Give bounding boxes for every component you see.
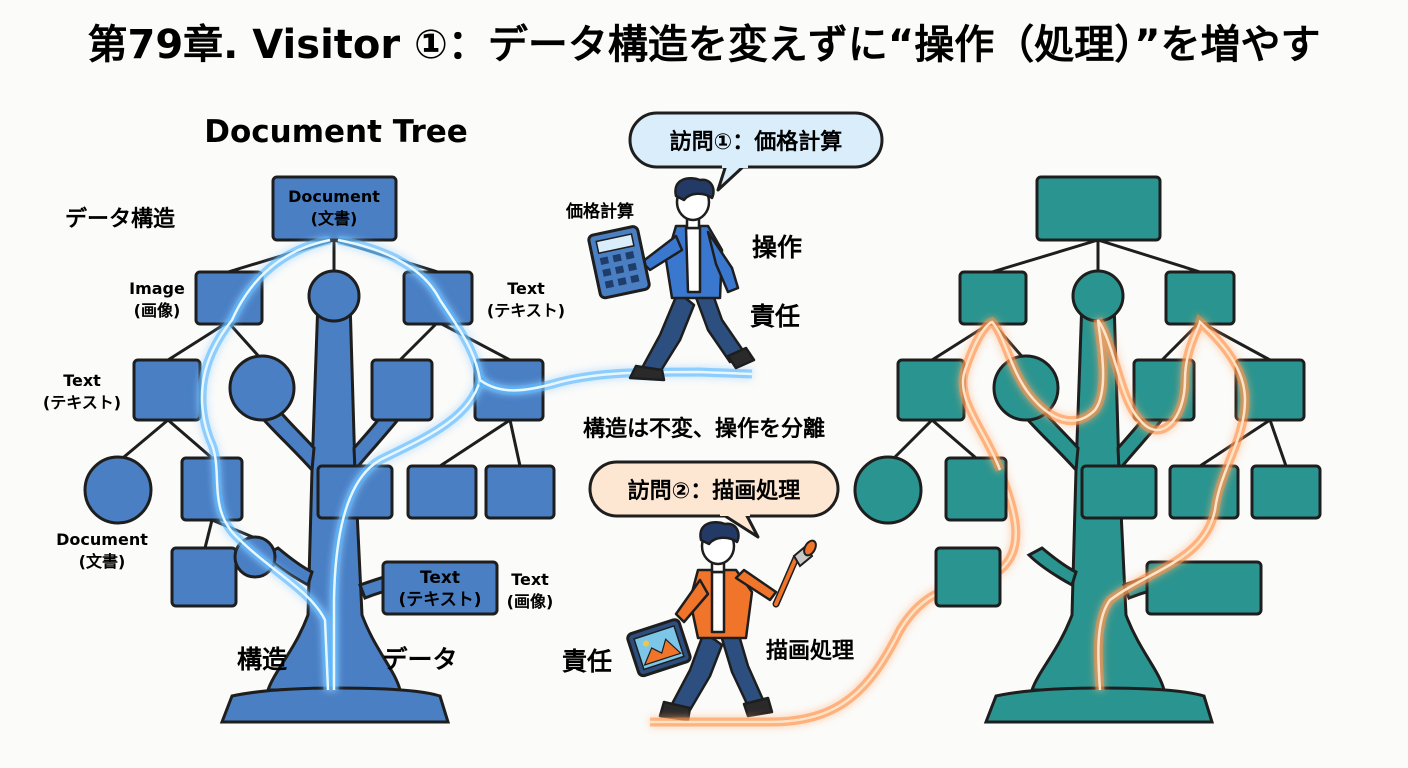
right-l1-circle-node <box>1071 269 1125 323</box>
root-node-sublabel: (文書) <box>311 209 358 228</box>
calculator-icon <box>587 225 651 300</box>
right-root-node <box>1035 175 1162 242</box>
responsibility-label-2: 責任 <box>562 647 612 676</box>
visitor2-person <box>658 521 778 722</box>
right-l1-node <box>958 270 1028 326</box>
document-tree-heading: Document Tree <box>204 114 468 150</box>
left-circle-node <box>307 269 361 323</box>
visitor1-bubble: 訪問①：価格計算 <box>628 111 884 192</box>
operation-label: 操作 <box>752 233 802 262</box>
left-l2-node <box>370 358 434 422</box>
right-l4-node <box>1145 560 1263 616</box>
text-side-label: Text <box>511 570 549 589</box>
paintbrush-icon <box>772 539 817 608</box>
doc-left-sublabel: (文書) <box>79 552 126 571</box>
text-box-label: Text <box>420 568 460 588</box>
middle-caption: 構造は不変、操作を分離 <box>583 416 825 442</box>
text-node-sublabel: (テキスト) <box>487 301 565 320</box>
text-side-sublabel: (画像) <box>507 592 554 611</box>
visitor1-shoe <box>628 364 666 382</box>
text-box-sublabel: (テキスト) <box>398 590 481 610</box>
left-l3-circle-node <box>83 455 153 525</box>
visitor1-person <box>628 177 756 382</box>
data-structure-label: データ構造 <box>65 206 175 232</box>
render-label: 描画処理 <box>766 638 854 664</box>
blue-visitor-path <box>197 235 753 691</box>
visitor2-leg <box>718 630 766 708</box>
structure-label: 構造 <box>237 645 287 674</box>
right-l3-node <box>944 456 1008 522</box>
right-l3-node <box>1080 464 1158 520</box>
right-l4-node <box>934 546 1002 608</box>
image-node-label: Image <box>129 279 185 298</box>
left-l3-node <box>484 464 556 520</box>
left-tree-base <box>219 686 451 724</box>
text-left-label: Text <box>63 371 101 390</box>
tablet-image-icon <box>626 618 692 678</box>
calc-label: 価格計算 <box>565 201 634 222</box>
visitor1-shoe <box>726 346 756 370</box>
right-l3-node <box>1250 464 1322 520</box>
left-l2-circle-node <box>228 354 296 422</box>
text-node-label: Text <box>507 279 545 298</box>
visitor1-shirt <box>684 226 702 294</box>
root-node-label: Document <box>288 187 380 206</box>
left-text-box-node <box>381 560 499 616</box>
visitor2-hair <box>699 521 740 546</box>
left-tree-branch <box>262 546 314 588</box>
visitor2-arm <box>674 578 710 624</box>
visitor2-arm <box>734 568 778 602</box>
visitor2-bubble: 訪問②：描画処理 <box>588 460 840 539</box>
left-l4-node <box>170 546 238 608</box>
image-node-sublabel: (画像) <box>134 301 181 320</box>
visitor1-hair <box>674 177 715 202</box>
responsibility-label-1: 責任 <box>750 302 800 331</box>
text-left-sublabel: (テキスト) <box>43 393 121 412</box>
visitor1-leg <box>640 290 696 374</box>
left-l2-node <box>132 358 202 422</box>
right-tree-base <box>983 686 1215 724</box>
right-l3-circle-node <box>853 455 923 525</box>
right-tree-branch <box>1026 546 1078 588</box>
right-tree <box>853 175 1322 724</box>
orange-tree-path <box>958 313 1250 691</box>
visitor2-shirt <box>710 570 726 634</box>
visitor2-shoe <box>742 696 774 718</box>
page-title: 第79章. Visitor ①：データ構造を変えずに“操作（処理）”を増やす <box>88 22 1321 68</box>
right-l2-node <box>1234 358 1306 422</box>
visitor1-arm <box>640 234 684 272</box>
doc-left-label: Document <box>56 530 148 549</box>
data-label: データ <box>382 645 457 674</box>
visitor1-arm <box>706 230 740 294</box>
orange-visitor-path <box>650 468 1021 727</box>
visitor2-bubble-text: 訪問②：描画処理 <box>628 478 801 504</box>
left-root-node <box>271 175 398 242</box>
visitor1-bubble-text: 訪問①：価格計算 <box>670 129 843 155</box>
right-l2-node <box>896 358 966 422</box>
left-tree-labels: Document Tree データ構造 Document (文書) Image … <box>43 114 565 674</box>
left-l3-node <box>406 464 478 520</box>
left-tree <box>83 175 556 724</box>
